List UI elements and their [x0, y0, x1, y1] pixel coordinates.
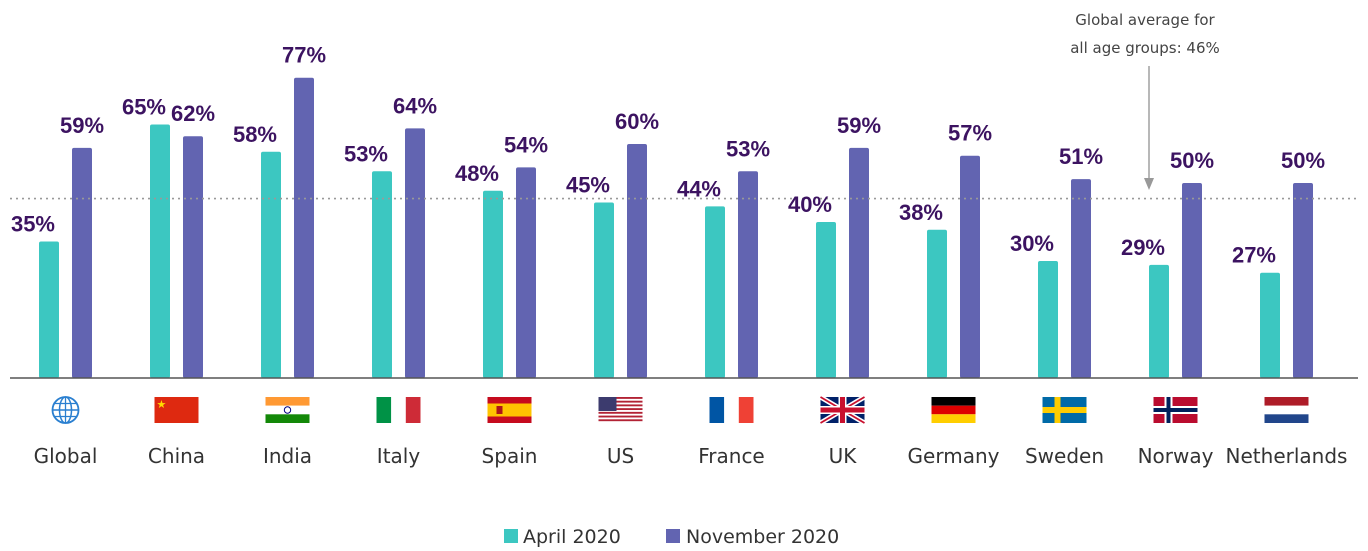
- category-label-france: France: [698, 444, 765, 468]
- flag-france-icon: [709, 397, 754, 423]
- legend-label-november-2020: November 2020: [686, 526, 839, 548]
- category-labels-layer: Global China India Italy Spain US France UK Germ…: [34, 444, 1348, 468]
- value-label-april-2020-us: 45%: [566, 173, 610, 198]
- bar-april-2020-germany: [927, 229, 947, 378]
- value-label-november-2020-germany: 57%: [948, 121, 992, 146]
- annotation-line-2: all age groups: 46%: [1070, 39, 1220, 57]
- bar-november-2020-sweden: [1071, 179, 1091, 378]
- annotation-arrow-head: [1144, 178, 1154, 190]
- flag-us-icon: [598, 397, 643, 422]
- bar-april-2020-uk: [816, 222, 836, 378]
- value-label-november-2020-uk: 59%: [837, 113, 881, 138]
- flag-china-icon: ★: [154, 397, 199, 423]
- bar-april-2020-india: [261, 151, 281, 378]
- bars-layer: [39, 77, 1313, 378]
- value-label-november-2020-india: 77%: [282, 43, 326, 68]
- value-label-november-2020-netherlands: 50%: [1281, 148, 1325, 173]
- bar-november-2020-india: [294, 77, 314, 378]
- bar-april-2020-spain: [483, 190, 503, 378]
- category-icons-layer: ★: [51, 394, 1309, 426]
- legend-item-april-2020: April 2020: [504, 526, 621, 548]
- category-label-global: Global: [34, 444, 98, 468]
- annotation-line-1: Global average for: [1075, 11, 1215, 29]
- category-label-us: US: [607, 444, 634, 468]
- flag-spain-icon: [487, 397, 532, 423]
- bar-april-2020-france: [705, 206, 725, 378]
- bar-november-2020-netherlands: [1293, 183, 1313, 378]
- value-label-april-2020-netherlands: 27%: [1232, 243, 1276, 268]
- category-label-uk: UK: [829, 444, 858, 468]
- bar-november-2020-global: [72, 147, 92, 378]
- category-label-norway: Norway: [1138, 444, 1214, 468]
- category-label-sweden: Sweden: [1025, 444, 1104, 468]
- value-labels-layer: 35%59%65%62%58%77%53%64%48%54%45%60%44%5…: [11, 43, 1325, 268]
- value-label-november-2020-france: 53%: [726, 136, 770, 161]
- annotation: Global average for all age groups: 46%: [1070, 11, 1220, 190]
- value-label-april-2020-france: 44%: [677, 176, 721, 201]
- value-label-november-2020-china: 62%: [171, 101, 215, 126]
- value-label-april-2020-sweden: 30%: [1010, 231, 1054, 256]
- globe-icon: [51, 396, 80, 424]
- category-label-india: India: [263, 444, 312, 468]
- value-label-november-2020-italy: 64%: [393, 93, 437, 118]
- value-label-november-2020-sweden: 51%: [1059, 144, 1103, 169]
- category-label-spain: Spain: [482, 444, 538, 468]
- bar-november-2020-france: [738, 171, 758, 378]
- bar-april-2020-us: [594, 202, 614, 378]
- legend-item-november-2020: November 2020: [666, 526, 839, 548]
- bar-april-2020-italy: [372, 171, 392, 378]
- legend-swatch-april-2020: [504, 529, 518, 543]
- bar-november-2020-italy: [405, 128, 425, 378]
- bar-november-2020-us: [627, 144, 647, 378]
- bar-april-2020-sweden: [1038, 261, 1058, 378]
- category-label-netherlands: Netherlands: [1226, 444, 1348, 468]
- value-label-april-2020-china: 65%: [122, 95, 166, 120]
- bar-november-2020-uk: [849, 147, 869, 378]
- legend-label-april-2020: April 2020: [523, 526, 621, 548]
- bar-november-2020-norway: [1182, 183, 1202, 378]
- flag-netherlands-icon: [1264, 397, 1309, 423]
- bar-april-2020-china: [150, 124, 170, 378]
- flag-germany-icon: [931, 397, 976, 423]
- flag-sweden-icon: [1042, 397, 1087, 423]
- value-label-november-2020-spain: 54%: [504, 132, 548, 157]
- value-label-november-2020-global: 59%: [60, 113, 104, 138]
- bar-april-2020-global: [39, 241, 59, 378]
- svg-text:★: ★: [157, 398, 167, 411]
- value-label-april-2020-norway: 29%: [1121, 235, 1165, 260]
- value-label-november-2020-us: 60%: [615, 109, 659, 134]
- value-label-april-2020-germany: 38%: [899, 200, 943, 225]
- category-label-germany: Germany: [908, 444, 1000, 468]
- legend: April 2020 November 2020: [504, 526, 839, 548]
- bar-april-2020-norway: [1149, 264, 1169, 378]
- value-label-april-2020-india: 58%: [233, 122, 277, 147]
- value-label-april-2020-spain: 48%: [455, 161, 499, 186]
- bar-november-2020-china: [183, 136, 203, 378]
- bar-november-2020-spain: [516, 167, 536, 378]
- value-label-april-2020-uk: 40%: [788, 192, 832, 217]
- value-label-november-2020-norway: 50%: [1170, 148, 1214, 173]
- bar-november-2020-germany: [960, 155, 980, 378]
- flag-italy-icon: [376, 397, 421, 423]
- category-label-china: China: [148, 444, 205, 468]
- category-label-italy: Italy: [377, 444, 421, 468]
- value-label-april-2020-global: 35%: [11, 212, 55, 237]
- value-label-april-2020-italy: 53%: [344, 141, 388, 166]
- legend-swatch-november-2020: [666, 529, 680, 543]
- flag-india-icon: [265, 397, 310, 423]
- flag-norway-icon: [1153, 397, 1198, 423]
- flag-uk-icon: [819, 394, 866, 426]
- bar-april-2020-netherlands: [1260, 272, 1280, 378]
